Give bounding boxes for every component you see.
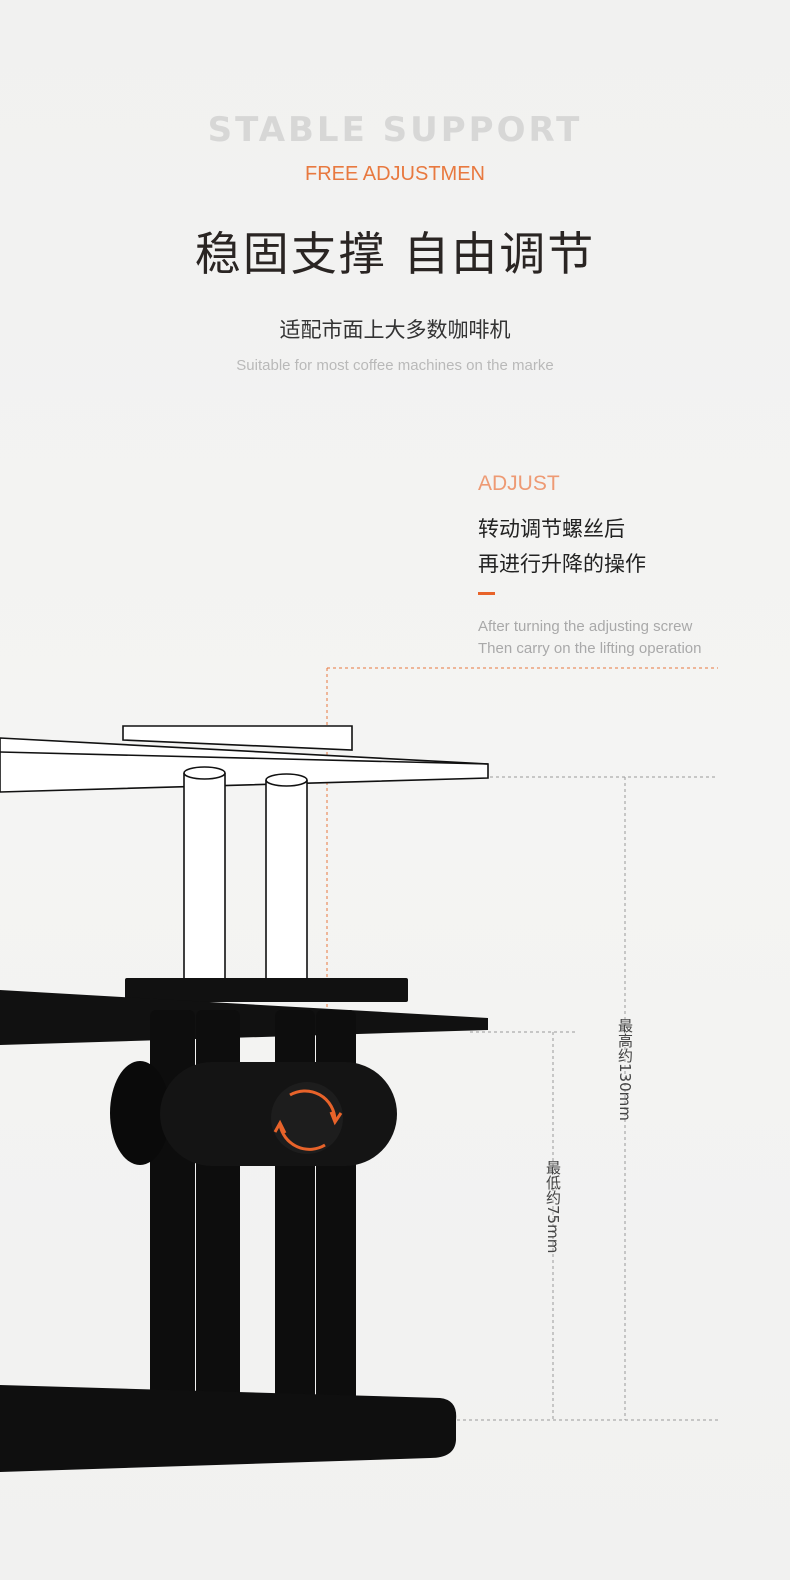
- section-subtitle-en: FREE ADJUSTMEN: [304, 163, 486, 185]
- adjust-description-cn: 转动调节螺丝后 再进行升降的操作: [478, 512, 646, 582]
- max-height-label: 最高约130mm: [616, 1018, 634, 1121]
- tagline: 适配市面上大多数咖啡机: [279, 318, 511, 342]
- min-height-label: 最低约75mm: [544, 1160, 562, 1254]
- adjust-line-cn: 再进行升降的操作: [478, 552, 646, 576]
- adjust-description-en: After turning the adjusting screw Then c…: [478, 616, 701, 660]
- top-plate: [0, 725, 489, 793]
- middle-plate: [0, 978, 488, 1045]
- background-word: STABLE SUPPORT: [207, 110, 583, 150]
- base-plate: [0, 1385, 457, 1472]
- adjust-line-en: Then carry on the lifting operation: [478, 640, 702, 657]
- adjust-line-cn: 转动调节螺丝后: [478, 517, 625, 541]
- knob-assembly: [110, 1061, 397, 1166]
- adjust-line-en: After turning the adjusting screw: [478, 618, 693, 635]
- upper-poles: [183, 766, 308, 986]
- accent-divider: [478, 592, 495, 595]
- tagline-en: Suitable for most coffee machines on the…: [236, 357, 554, 374]
- page-title: 稳固支撑 自由调节: [194, 227, 596, 281]
- adjust-label: ADJUST: [478, 472, 560, 495]
- dimension-lines: [355, 776, 718, 1421]
- rotate-arrow-icon: [273, 1089, 343, 1151]
- adjust-pointer-line: [326, 667, 718, 1110]
